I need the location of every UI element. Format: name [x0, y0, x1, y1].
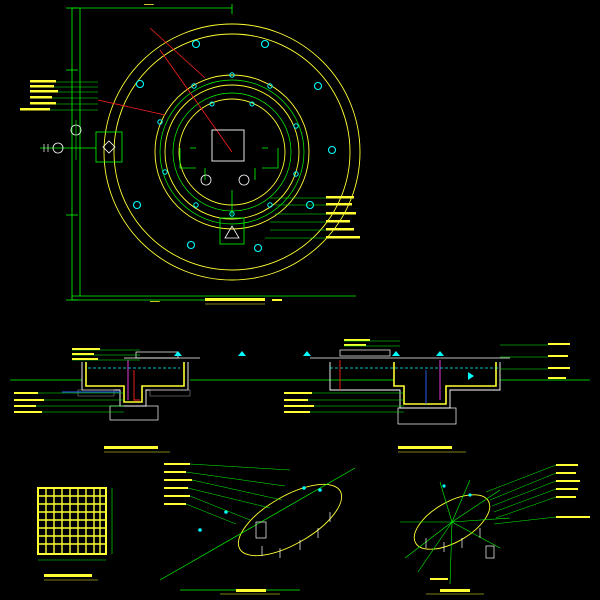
oblique-left-caption: [220, 589, 280, 595]
section-right-caption: [398, 446, 466, 453]
grate-grid: [38, 488, 106, 554]
section-right: [262, 339, 590, 453]
plan-rings: [103, 23, 361, 281]
oblique-right-rays: [400, 479, 511, 585]
oblique-right-caption: [426, 589, 484, 595]
oblique-left-posts: [261, 512, 331, 558]
oblique-left-labels: [164, 463, 291, 525]
grate-caption: [44, 574, 98, 581]
plan-inner-nozzles: [157, 72, 299, 217]
plan-dimension-lines: [66, 4, 356, 301]
plan-top-dimension: ════: [143, 2, 154, 7]
oblique-detail-right: [400, 464, 590, 595]
plan-left-valve-box: [95, 131, 123, 163]
oblique-right-labels: [430, 464, 590, 580]
section-left: [10, 348, 262, 453]
section-left-caption: [104, 446, 170, 453]
plan-outer-nozzles: [132, 39, 337, 253]
plan-view: ════ ════: [20, 2, 361, 305]
oblique-detail-left: [159, 463, 356, 595]
plan-radial-leaders: [97, 27, 233, 153]
plan-left-symbols: [40, 120, 96, 160]
section-right-nozzles: [303, 351, 474, 380]
section-left-labels: [14, 348, 140, 413]
oblique-right-posts: [425, 528, 481, 552]
plan-leaders: [20, 81, 326, 239]
plan-bottom-dimension: ════: [149, 299, 160, 304]
oblique-left-nozzles: [198, 486, 322, 532]
plan-pump-symbols: [200, 174, 250, 186]
plan-leader-text-blocks: [20, 80, 360, 239]
grate-detail: [37, 487, 113, 581]
section-left-nozzles: [174, 351, 246, 356]
plan-caption: [205, 298, 282, 305]
oblique-right-nozzles: [442, 484, 472, 497]
section-right-labels: [284, 339, 570, 413]
plan-center-pedestal: [211, 129, 245, 162]
plan-inner-brackets: [179, 147, 279, 215]
plan-bottom-pump-box: [219, 217, 245, 245]
